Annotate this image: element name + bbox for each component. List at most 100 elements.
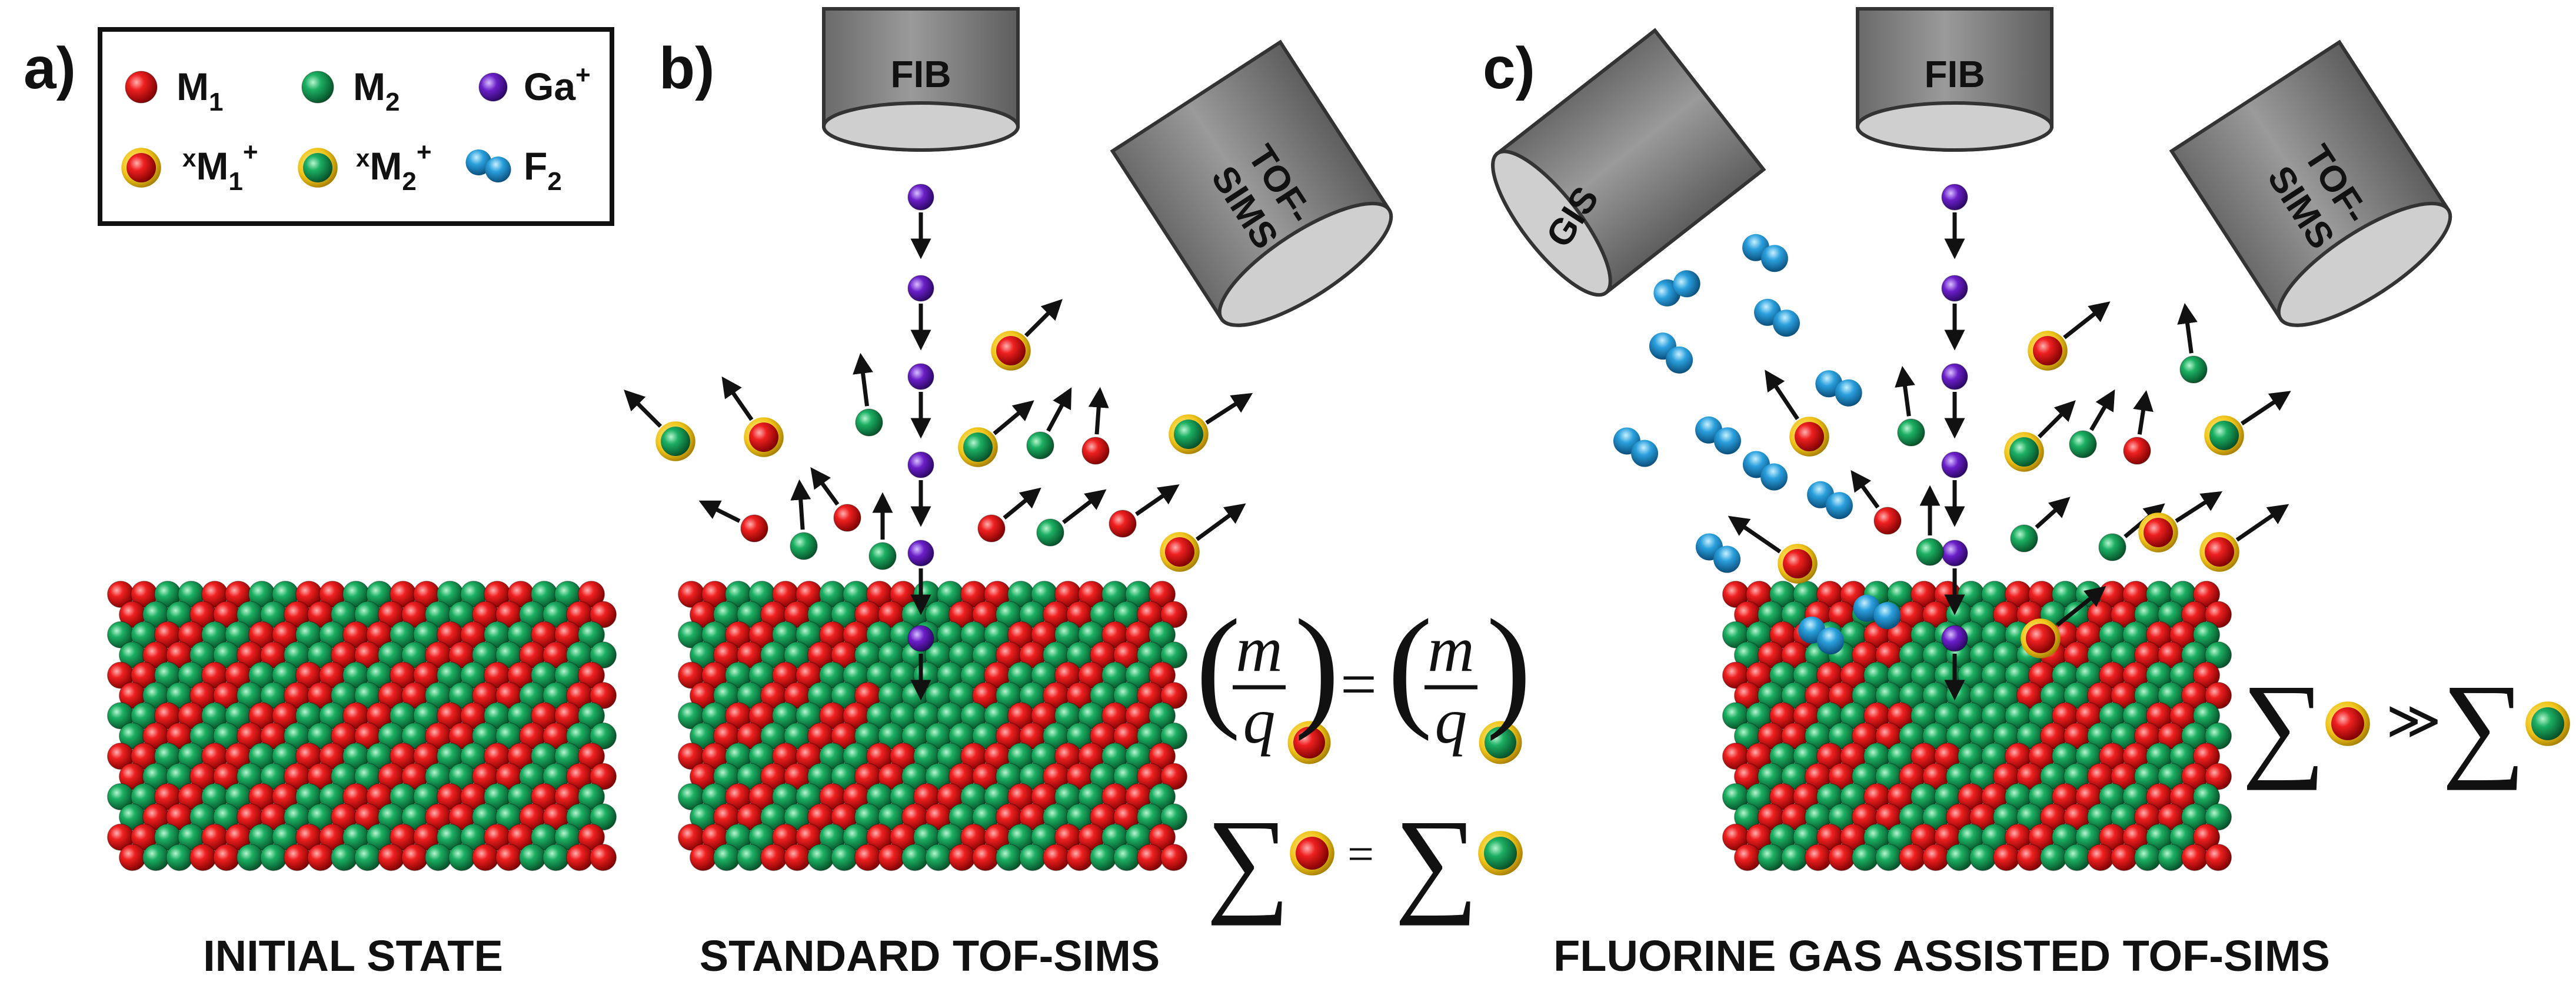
atom-m2 [1897, 418, 1925, 447]
atom-m1 [977, 514, 1006, 543]
lattice-atom [995, 844, 1023, 871]
lattice-standard [677, 580, 1188, 871]
lattice-fluorine [1722, 580, 2232, 871]
lattice-atom [589, 641, 617, 669]
emission-arrow [1728, 515, 1782, 554]
lattice-atom [2204, 681, 2232, 710]
panel-label-c: c) [1483, 35, 1535, 101]
caption-fluorine-tofsims: FLUORINE GAS ASSISTED TOF-SIMS [1553, 931, 2330, 980]
lattice-atom [471, 844, 500, 871]
lattice-atom [589, 722, 617, 750]
lattice-atom [1066, 844, 1094, 871]
lattice-atom [1148, 661, 1176, 689]
lattice-atom [1148, 783, 1176, 811]
lattice-atom [924, 844, 953, 871]
ga-ion [1941, 363, 1968, 390]
ion-m1-plus [2138, 513, 2178, 553]
emission-arrow [810, 467, 840, 506]
emission-arrow [1003, 487, 1041, 520]
fib-column-c [1856, 7, 2054, 152]
ga-ion [1941, 625, 1968, 652]
emission-arrow [624, 390, 663, 428]
lattice-atom [1945, 844, 1973, 871]
ion-m1-plus [2028, 331, 2068, 371]
tofsims-detector-b [1110, 39, 1393, 327]
red-ion-icon [121, 148, 161, 188]
eq-q-1: q [1243, 685, 1276, 757]
f2-molecule [1815, 370, 1862, 407]
lattice-atom [577, 702, 605, 730]
gis-nozzle [1491, 28, 1766, 297]
emission-arrow [853, 352, 873, 407]
lattice-atom [2192, 823, 2221, 851]
lattice-atom [236, 844, 264, 871]
lattice-atom [307, 844, 335, 871]
atom-m2 [868, 542, 897, 570]
lattice-atom [948, 844, 976, 871]
sum-symbol-4: ∑ [2442, 661, 2526, 791]
lattice-atom [1019, 844, 1047, 871]
lattice-atom [565, 844, 594, 871]
atom-m1 [1109, 510, 1137, 538]
purple-sphere-icon [478, 72, 508, 102]
emission-arrow [698, 500, 741, 523]
lattice-initial [106, 580, 617, 871]
lattice-atom [542, 844, 570, 871]
lattice-atom [377, 844, 405, 871]
lattice-atom [2110, 844, 2138, 871]
lattice-atom [2134, 844, 2162, 871]
f2-molecule [1613, 427, 1659, 467]
legend-m2-label: M2 [353, 65, 400, 117]
lattice-atom [2204, 722, 2232, 750]
lattice-atom [1042, 844, 1070, 871]
lattice-atom [589, 601, 617, 628]
emission-arrow [721, 376, 754, 421]
lattice-atom [901, 844, 929, 871]
emission-arrow [2037, 400, 2076, 439]
fib-label-c: FIB [1924, 53, 1985, 95]
lattice-atom [830, 844, 858, 871]
emission-arrow [1205, 392, 1253, 425]
instruments-layer [822, 7, 2452, 327]
legend-xm1-label: xM1+ [182, 138, 258, 196]
ion-m2-plus [958, 427, 998, 467]
lattice-atom [1160, 722, 1188, 750]
caption-initial-state: INITIAL STATE [203, 931, 503, 980]
lattice-atom [1160, 844, 1188, 871]
lattice-atom [1148, 823, 1176, 851]
f2-molecule [1754, 298, 1800, 337]
lattice-atom [259, 844, 288, 871]
atom-m1 [1081, 437, 1110, 465]
ion-m1-plus [1160, 532, 1200, 572]
eq-equals-1: = [1340, 648, 1377, 720]
lattice-atom [2192, 783, 2221, 811]
lattice-atom [1148, 743, 1176, 770]
lattice-atom [1160, 763, 1188, 790]
paren-left-1: ( [1196, 591, 1241, 741]
ga-ion [907, 275, 934, 302]
lattice-atom [118, 844, 147, 871]
lattice-atom [354, 844, 382, 871]
sum-symbol-2: ∑ [1394, 796, 1479, 926]
f2-molecule-icon [465, 149, 511, 183]
eq-ion-m1 [1290, 831, 1334, 876]
lattice-atom [577, 580, 605, 608]
emission-arrow [1135, 484, 1180, 516]
lattice-atom [1992, 844, 2021, 871]
ga-ion [907, 540, 934, 567]
lattice-atom [1733, 844, 1762, 871]
lattice-atom [713, 844, 741, 871]
green-ion-icon [298, 148, 338, 188]
lattice-atom [577, 783, 605, 811]
lattice-atom [1148, 621, 1176, 648]
emission-arrow [790, 479, 811, 530]
lattice-atom [2086, 844, 2115, 871]
lattice-atom [760, 844, 788, 871]
legend-f2-label: F2 [524, 144, 562, 196]
f2-molecule [1742, 451, 1788, 491]
emission-arrow [993, 400, 1034, 435]
ion-m1-plus [2199, 532, 2239, 572]
f2-molecule [1695, 533, 1741, 573]
lattice-atom [1160, 681, 1188, 710]
lattice-atom [2204, 763, 2232, 790]
